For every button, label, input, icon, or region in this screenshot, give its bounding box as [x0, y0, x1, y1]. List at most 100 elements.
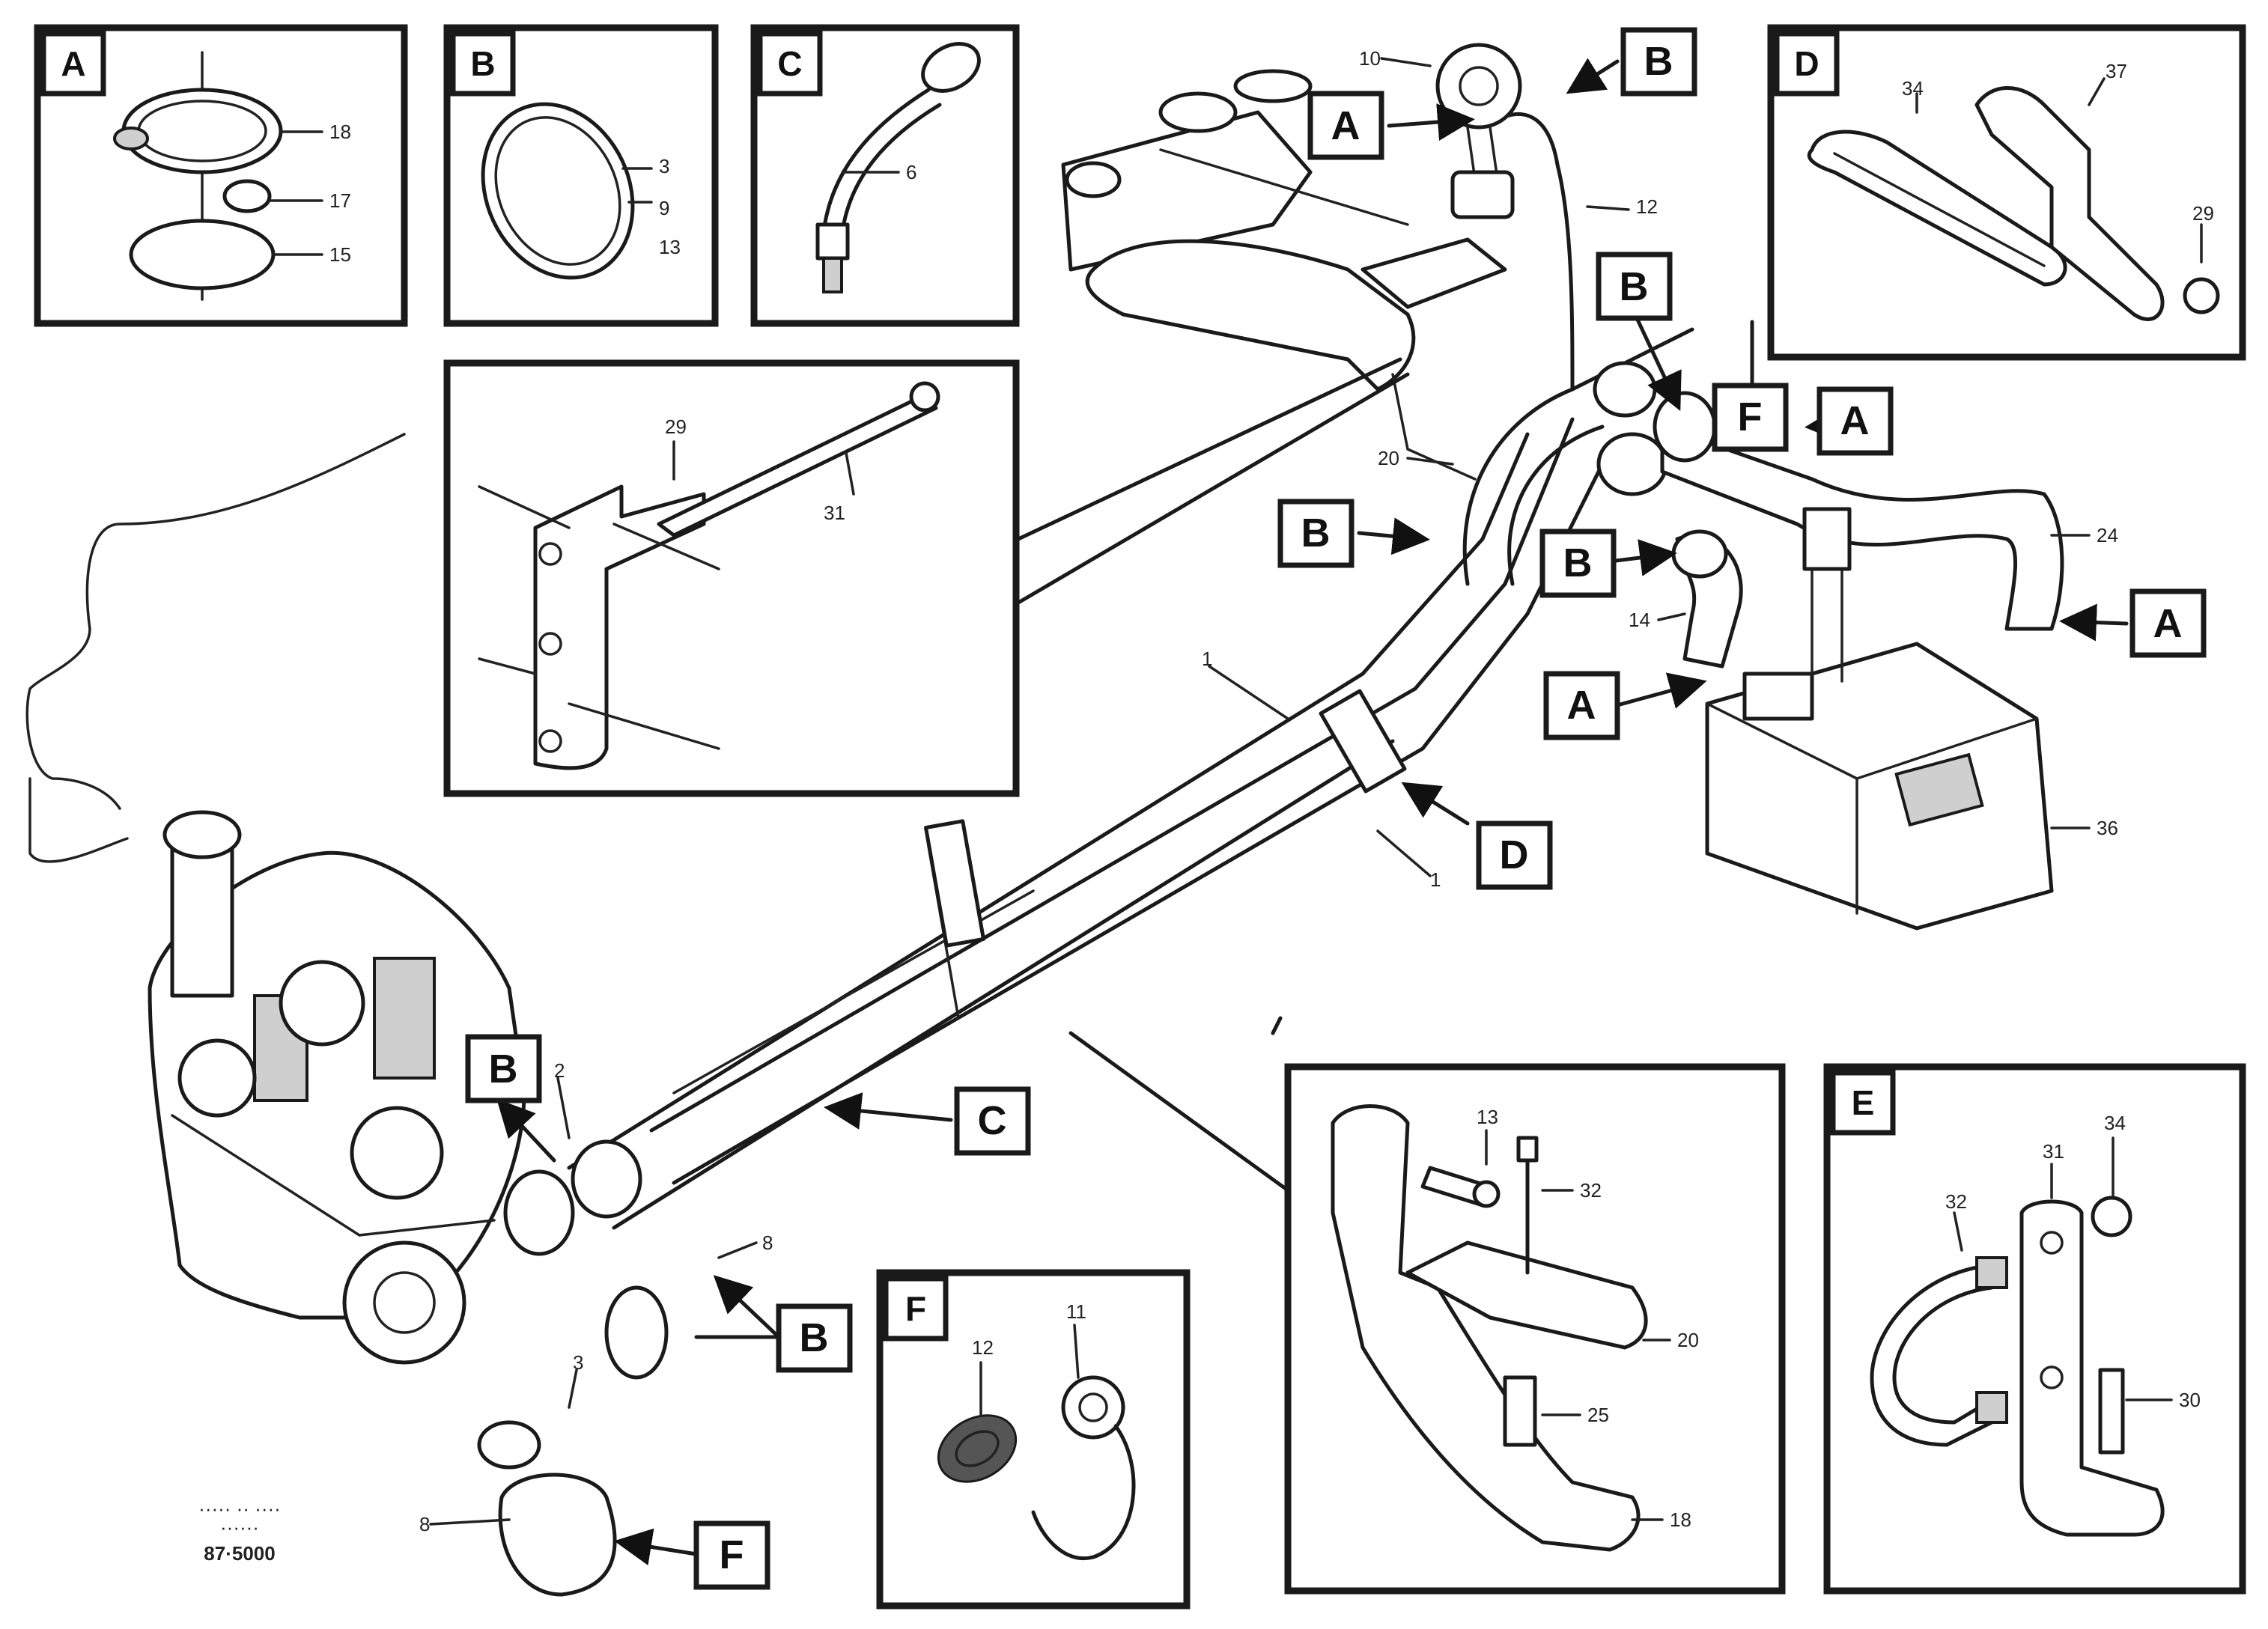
- panel-e-callout-30: 30: [2179, 1389, 2201, 1411]
- view-tag-b-4: B: [1539, 529, 1617, 598]
- callout-24: 24: [2097, 524, 2118, 546]
- panel-c-label: C: [777, 44, 802, 83]
- view-tag-c: C: [954, 1086, 1031, 1156]
- footer-line-1: ····· ·· ····: [198, 1497, 281, 1520]
- footer-code: 87·5000: [204, 1542, 275, 1565]
- callout-3: 3: [573, 1351, 583, 1374]
- view-tag-a-4: A: [1816, 386, 1894, 456]
- engine-block: [148, 850, 526, 1365]
- panel-e-callout-31: 31: [2043, 1140, 2064, 1163]
- washer-17: [222, 179, 272, 213]
- panel-d-label: D: [1794, 44, 1819, 83]
- panel-d: D 34 37 29: [1767, 24, 2246, 361]
- callout-2: 2: [554, 1059, 565, 1082]
- detail-lower-callout-18: 18: [1670, 1508, 1691, 1531]
- callout-14: 14: [1629, 609, 1650, 631]
- view-tag-a-2: A: [2129, 588, 2207, 658]
- bolt-30: [2098, 1368, 2125, 1455]
- panel-d-callout-34: 34: [1902, 77, 1924, 100]
- panel-b-label: B: [470, 44, 495, 83]
- svg-text:A: A: [1331, 103, 1361, 148]
- frame-outline: [25, 433, 406, 863]
- panel-c: C 6: [750, 24, 1020, 327]
- panel-a-callout-18: 18: [329, 121, 351, 143]
- panel-a-callout-17: 17: [329, 189, 351, 212]
- hose-elbow-bottom: [498, 1473, 617, 1597]
- main-pipes: [477, 417, 1612, 1597]
- panel-d-callout-37: 37: [2106, 60, 2127, 82]
- detail-lower-callout-25: 25: [1587, 1404, 1609, 1426]
- detail-upper-connector-2: [1016, 357, 1402, 541]
- panel-f-label: F: [905, 1289, 926, 1328]
- plate-20: [1405, 1240, 1648, 1350]
- view-tag-b-2: B: [1596, 252, 1673, 321]
- cab-mount-brackets: [1061, 69, 1507, 481]
- clamp-12: [937, 1414, 1018, 1483]
- panel-b-callout-3: 3: [659, 155, 669, 177]
- callout-8b: 8: [419, 1513, 430, 1535]
- bolt-31: [657, 395, 938, 538]
- view-tag-b-3: B: [1277, 499, 1355, 568]
- callout-8a: 8: [762, 1231, 773, 1254]
- view-tag-f-2: F: [1712, 383, 1789, 452]
- panel-b: B 3 9 13: [443, 24, 719, 327]
- coolant-tank: [1705, 507, 2054, 931]
- svg-text:F: F: [1738, 395, 1763, 439]
- panel-b-callout-9: 9: [659, 197, 669, 219]
- footer-line-2: ······: [220, 1516, 259, 1538]
- view-tag-b-5: B: [465, 1034, 542, 1103]
- panel-f: F 12 11: [876, 1269, 1191, 1610]
- panel-f-callout-11: 11: [1066, 1300, 1086, 1323]
- hose-clamp-b: [481, 102, 635, 280]
- callout-1a: 1: [1202, 648, 1212, 670]
- engine-grille-right: [373, 957, 436, 1080]
- svg-text:B: B: [489, 1047, 518, 1091]
- svg-text:C: C: [978, 1098, 1007, 1143]
- detail-lower-callout-20: 20: [1677, 1329, 1699, 1351]
- bolt-29: [2183, 277, 2220, 314]
- main-assembly: [25, 43, 2129, 1597]
- panel-a-callout-15: 15: [329, 243, 351, 266]
- panel-d-callout-29: 29: [2192, 202, 2214, 225]
- view-tag-group: A B A B A B B A B C B F D F: [465, 27, 2207, 1590]
- svg-text:B: B: [800, 1315, 829, 1360]
- panel-e-label: E: [1852, 1083, 1875, 1122]
- spacer-25: [1503, 1375, 1537, 1447]
- panel-e-callout-34: 34: [2104, 1112, 2126, 1134]
- svg-text:A: A: [2153, 601, 2183, 646]
- detail-lower-callout-13: 13: [1477, 1106, 1498, 1128]
- view-tag-b-1: B: [1620, 27, 1697, 97]
- pipe-connector-left: [503, 1169, 575, 1256]
- panel-e-callout-32: 32: [1945, 1190, 1967, 1213]
- detail-lower: 13 32 20 25 18: [1284, 1063, 1786, 1595]
- callout-36: 36: [2097, 817, 2118, 839]
- panel-a-label: A: [61, 44, 85, 83]
- detail-upper: 29 31: [443, 359, 1020, 797]
- bracket-31: [2019, 1199, 2165, 1537]
- callout-1b: 1: [1430, 868, 1441, 891]
- view-tag-d: D: [1476, 820, 1553, 890]
- svg-text:A: A: [1840, 398, 1870, 443]
- nut-34: [2091, 1196, 2132, 1237]
- u-bolt-32: [1870, 1263, 1994, 1447]
- detail-lower-callout-32: 32: [1580, 1179, 1602, 1202]
- svg-text:B: B: [1620, 264, 1649, 309]
- callout-12: 12: [1636, 195, 1658, 218]
- view-tag-a-3: A: [1543, 671, 1620, 740]
- panel-c-callout-6: 6: [906, 161, 916, 183]
- bracket-37: [1974, 86, 2165, 321]
- panel-a: A 18 17 15: [34, 24, 408, 327]
- sensor-cable-6: [821, 88, 931, 234]
- detail-upper-callout-29: 29: [665, 415, 687, 438]
- view-tag-a-1: A: [1307, 91, 1384, 160]
- main-callout-group: 10 12 20 14 24 36 1 1 2 8 3 8: [419, 47, 2118, 1535]
- detail-upper-connector: [1016, 372, 1410, 605]
- filler-cap: [1435, 43, 1522, 130]
- drawing-footer: ····· ·· ···· ······ 87·5000: [198, 1497, 281, 1565]
- svg-text:B: B: [1301, 511, 1331, 555]
- hose-36: [1660, 424, 2064, 631]
- main-leaders: [429, 57, 2091, 1526]
- panel-b-callout-13: 13: [659, 236, 681, 258]
- view-tag-f-1: F: [693, 1520, 770, 1590]
- callout-10: 10: [1359, 47, 1381, 70]
